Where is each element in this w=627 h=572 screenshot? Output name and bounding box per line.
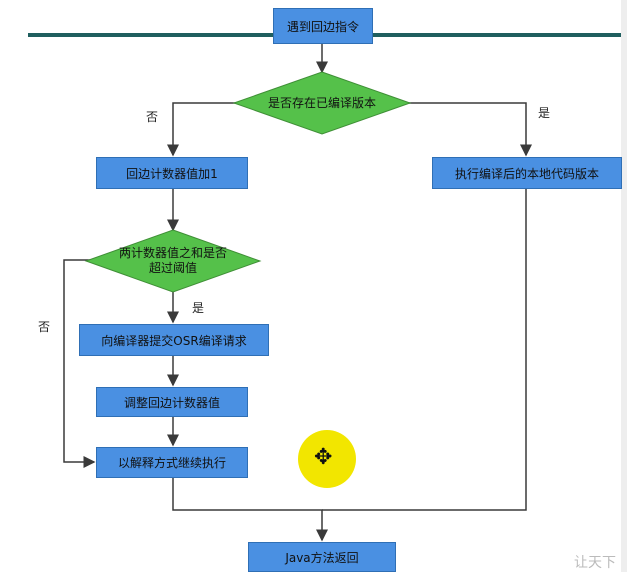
edge-label-threshold-no: 否: [38, 320, 51, 334]
decision-threshold-shape: [84, 229, 262, 293]
edge-native-to-return: [322, 189, 527, 511]
edge-interpret-to-return: [172, 478, 328, 542]
edge-label-compiled-no: 否: [146, 110, 159, 124]
exec-native-box: 执行编译后的本地代码版本: [432, 157, 622, 189]
decision-compiled-shape: [232, 71, 412, 135]
edge-threshold-no: [63, 259, 96, 468]
adjust-counter-box: 调整回边计数器值: [96, 387, 248, 417]
decision-compiled-label: 是否存在已编译版本: [267, 96, 376, 110]
submit-osr-box: 向编译器提交OSR编译请求: [79, 324, 269, 356]
return-box: Java方法返回: [248, 542, 396, 572]
interpret-box: 以解释方式继续执行: [96, 447, 248, 478]
edge-compiled-yes: [394, 102, 532, 157]
watermark: 让天下: [574, 555, 616, 571]
decision-threshold-label: 两计数器值之和是否 超过阈值: [118, 246, 227, 275]
scroll-edge: [621, 0, 627, 572]
move-cursor-icon: ✥: [314, 445, 333, 470]
edge-label-threshold-yes: 是: [192, 301, 205, 315]
edge-compiled-no: [167, 102, 250, 157]
counter-inc-box: 回边计数器值加1: [96, 157, 248, 189]
cursor-highlight: [298, 430, 356, 488]
start-box: 遇到回边指令: [273, 8, 373, 44]
edge-label-compiled-yes: 是: [538, 106, 551, 120]
